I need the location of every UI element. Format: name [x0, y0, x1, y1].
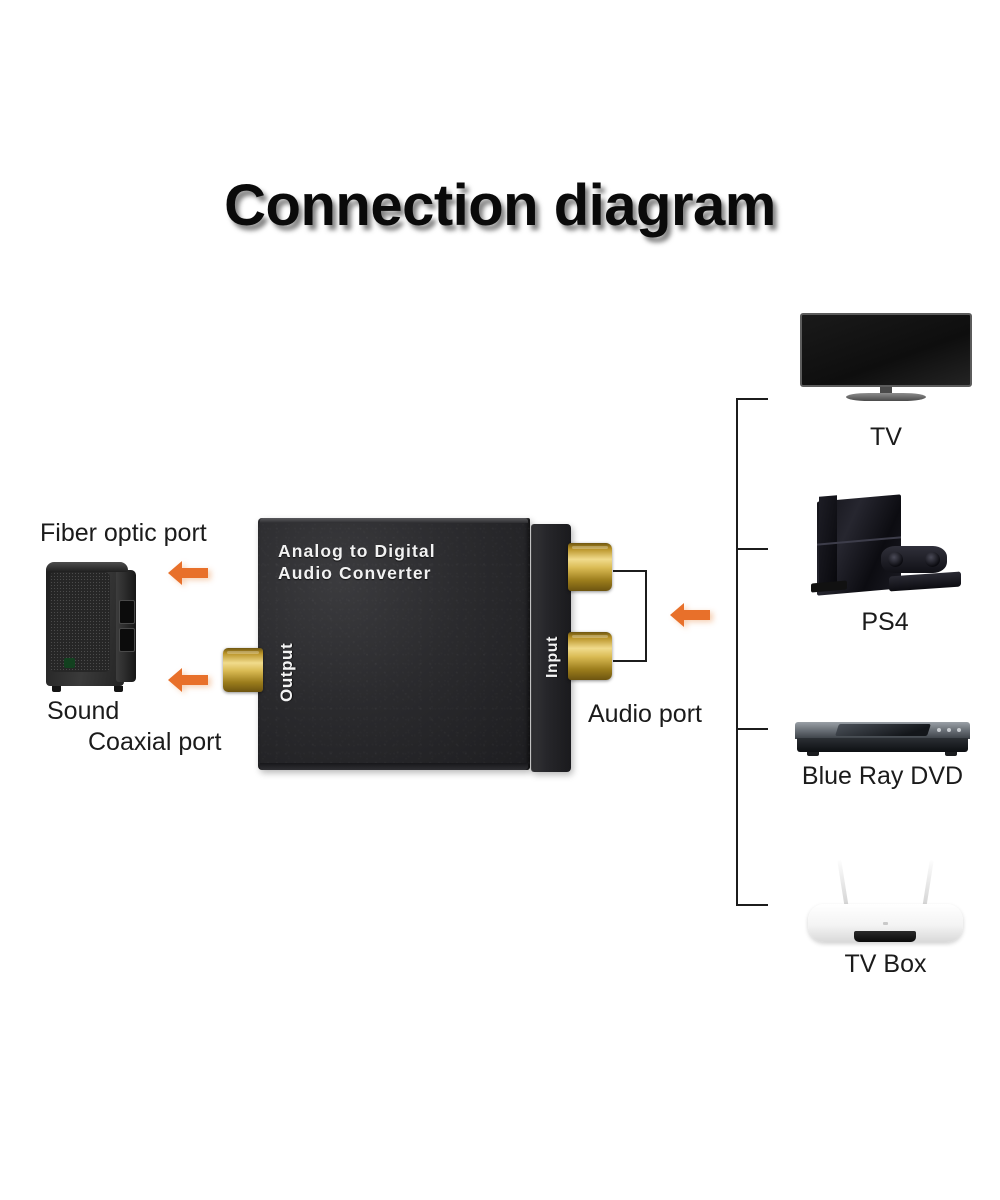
- device-label-tvbox: TV Box: [844, 950, 927, 978]
- audio-port-bracket-stem: [645, 570, 647, 662]
- bluray-player-icon: [795, 722, 970, 756]
- converter-brand-line-1: Analog to Digital: [278, 541, 436, 561]
- device-label-tv: TV: [870, 423, 902, 451]
- device-label-ps4: PS4: [861, 608, 909, 636]
- audio-port-bracket-bottom: [613, 660, 647, 662]
- coaxial-port-label: Coaxial port: [88, 728, 222, 756]
- arrow-left-coaxial-icon: [168, 668, 208, 692]
- television-icon: [800, 313, 972, 403]
- arrow-left-fiber-icon: [168, 561, 208, 585]
- converter-input-panel: Input: [531, 524, 571, 772]
- arrow-left-audio-port-icon: [670, 603, 710, 627]
- game-console-icon: [805, 494, 965, 602]
- fiber-optic-port-label: Fiber optic port: [40, 519, 207, 547]
- converter-brand-line-2: Audio Converter: [278, 563, 432, 584]
- device-tree-branch-ps4: [736, 548, 768, 550]
- sound-label: Sound: [47, 697, 120, 725]
- device-tree-stem: [736, 398, 738, 906]
- tv-box-icon: [808, 858, 963, 943]
- audio-converter-device: Analog to Digital Audio Converter Output: [258, 518, 530, 770]
- converter-output-label: Output: [277, 642, 296, 702]
- converter-brand-text: Analog to Digital Audio Converter: [278, 540, 436, 585]
- rca-output-jack-icon: [223, 648, 263, 692]
- audio-port-bracket-top: [613, 570, 647, 572]
- audio-port-label: Audio port: [588, 700, 702, 728]
- device-label-bluray: Blue Ray DVD: [801, 762, 964, 790]
- device-tree-branch-tvbox: [736, 904, 768, 906]
- device-tree-branch-bluray: [736, 728, 768, 730]
- page-title: Connection diagram: [224, 173, 776, 238]
- rca-input-jack-bottom-icon: [568, 632, 612, 680]
- rca-input-jack-top-icon: [568, 543, 612, 591]
- converter-input-label: Input: [544, 635, 561, 678]
- loudspeaker-icon: [38, 556, 142, 694]
- device-tree-branch-tv: [736, 398, 768, 400]
